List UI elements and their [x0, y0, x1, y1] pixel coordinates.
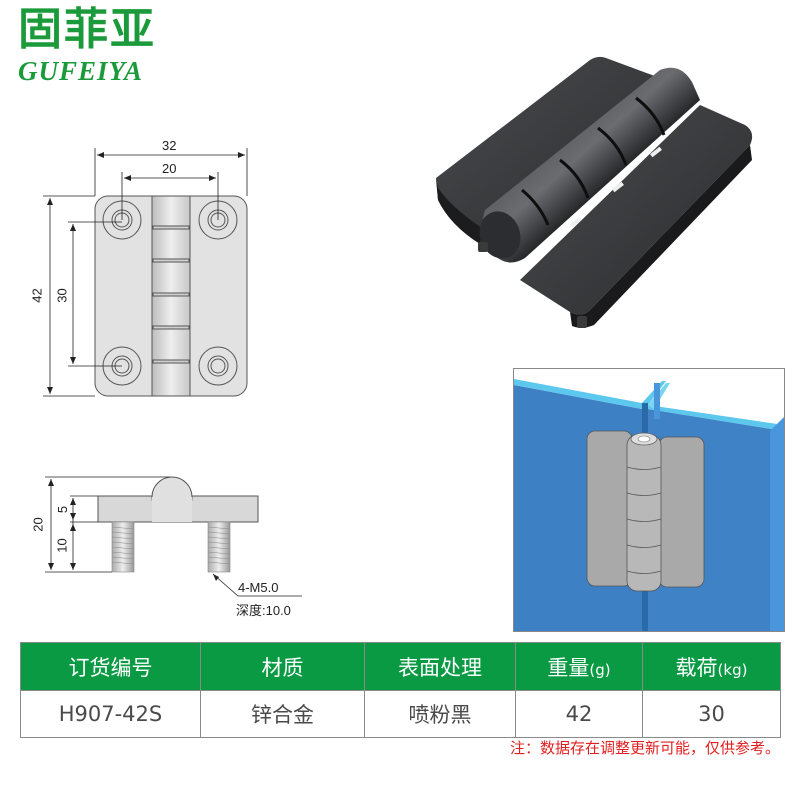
- brand-name-en: GUFEIYA: [18, 56, 144, 86]
- table-row: H907-42S 锌合金 喷粉黑 42 30: [20, 690, 781, 738]
- front-view: [43, 148, 248, 397]
- column-header-material: 材质: [200, 642, 365, 691]
- column-header-weight: 重量(g): [515, 642, 643, 691]
- spec-table: 订货编号 材质 表面处理 重量(g) 载荷(kg) H907-42S 锌合金 喷…: [20, 642, 781, 738]
- dim-side-height: 20: [30, 517, 46, 532]
- cell-surface: 喷粉黑: [364, 690, 516, 738]
- side-view: [45, 476, 302, 597]
- cell-weight: 42: [515, 690, 643, 738]
- disclaimer-note: 注：数据存在调整更新可能，仅供参考。: [509, 739, 780, 757]
- column-header-surface: 表面处理: [364, 642, 516, 691]
- dim-overall-height: 42: [29, 288, 45, 303]
- dim-thread-length: 10: [54, 538, 70, 553]
- technical-drawing: [43, 56, 753, 597]
- product-render: [436, 56, 753, 328]
- dim-plate-thickness: 5: [55, 505, 71, 514]
- column-header-order-no: 订货编号: [20, 642, 201, 691]
- dim-overall-width: 32: [162, 138, 177, 153]
- cell-order-no: H907-42S: [20, 690, 201, 738]
- thread-depth-label: 深度:10.0: [236, 603, 291, 618]
- cell-load: 30: [642, 690, 781, 738]
- thread-spec-label: 4-M5.0: [238, 580, 279, 595]
- cell-material: 锌合金: [200, 690, 365, 738]
- installation-illustration: [513, 368, 785, 632]
- dim-hole-spacing-x: 20: [162, 161, 177, 176]
- brand-logo: 固菲亚 GUFEIYA: [18, 4, 178, 87]
- dim-hole-spacing-y: 30: [54, 288, 70, 303]
- column-header-load: 载荷(kg): [642, 642, 781, 691]
- table-header-row: 订货编号 材质 表面处理 重量(g) 载荷(kg): [20, 642, 781, 691]
- brand-name-cn: 固菲亚: [18, 4, 156, 55]
